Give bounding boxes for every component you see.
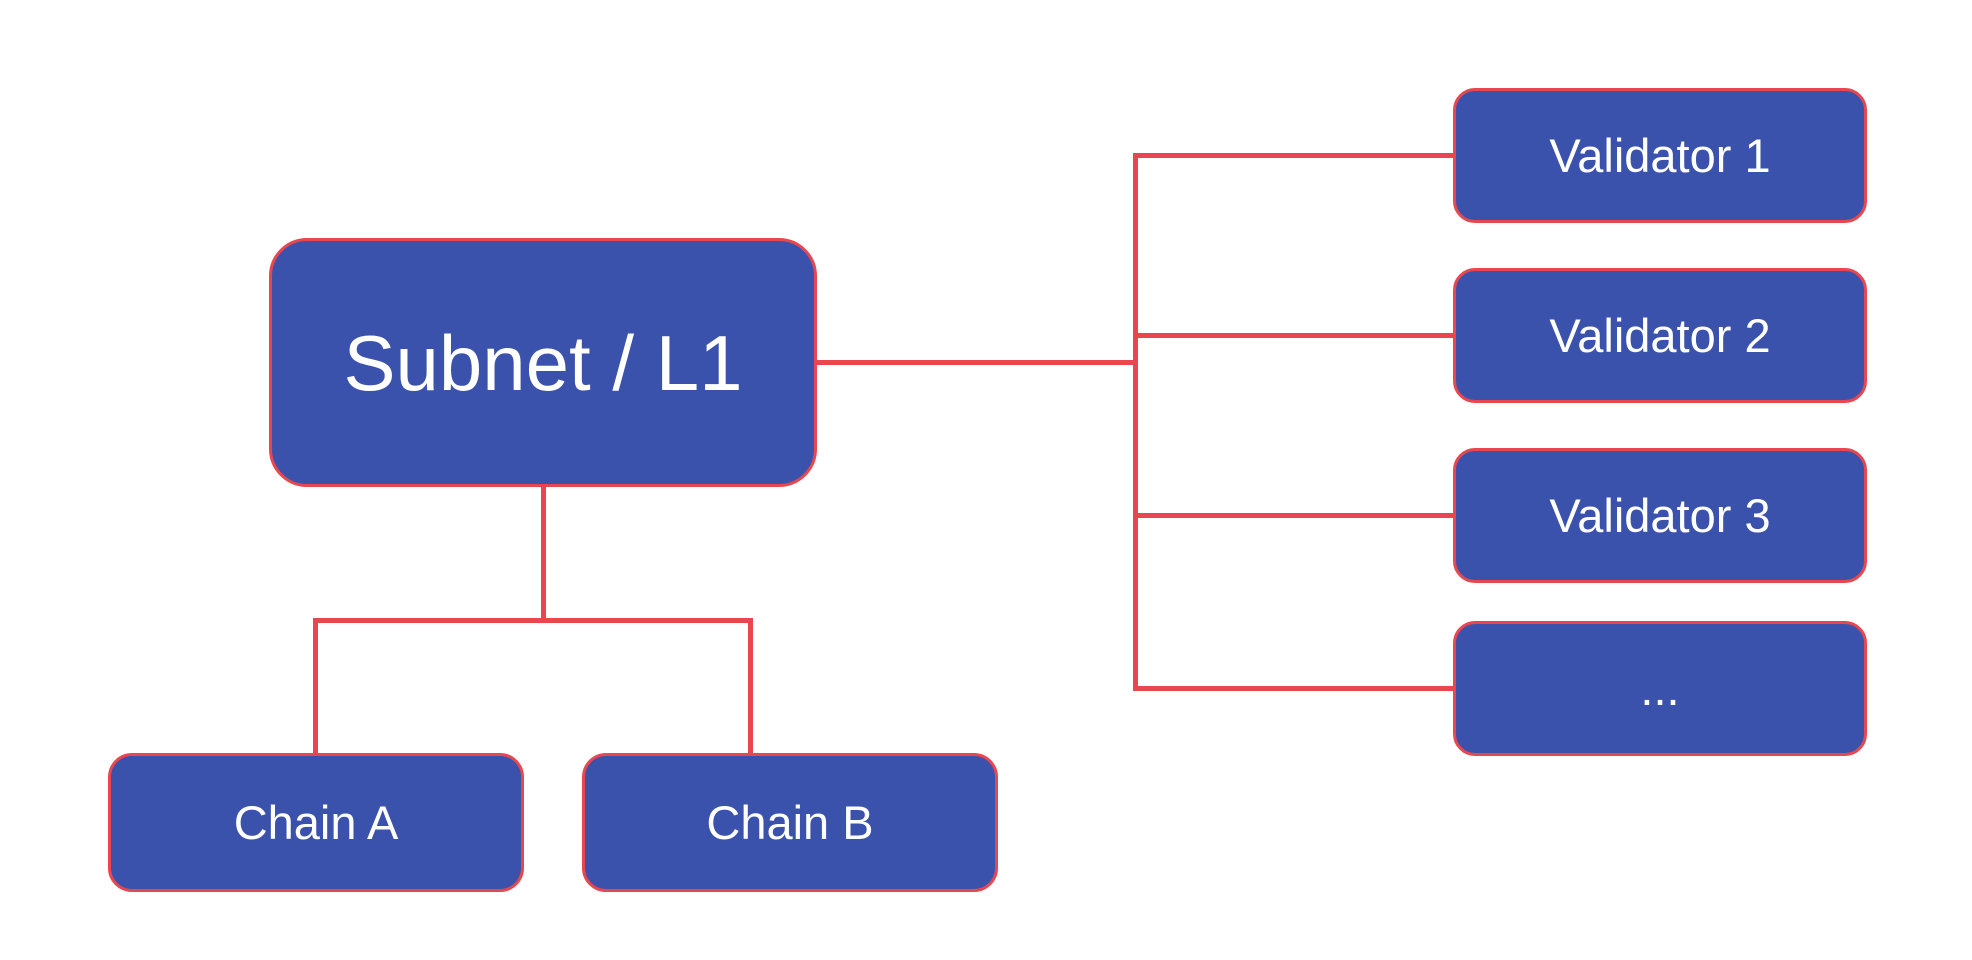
edge-validator-trunk bbox=[1133, 153, 1138, 691]
node-validator-2: Validator 2 bbox=[1453, 268, 1867, 403]
node-validator-1: Validator 1 bbox=[1453, 88, 1867, 223]
node-validator-2-label: Validator 2 bbox=[1549, 309, 1771, 362]
edge-subnet-to-trunk bbox=[815, 360, 1138, 365]
edge-branch-to-chain-b bbox=[748, 618, 753, 754]
node-subnet-l1-label: Subnet / L1 bbox=[343, 318, 743, 407]
edge-trunk-to-validator-2 bbox=[1136, 333, 1453, 338]
edge-trunk-to-validator-1 bbox=[1136, 153, 1453, 158]
edge-branch-to-chain-a bbox=[313, 618, 318, 754]
node-validator-1-label: Validator 1 bbox=[1549, 129, 1771, 182]
edge-trunk-to-validator-ellipsis bbox=[1136, 686, 1453, 691]
node-chain-a-label: Chain A bbox=[233, 796, 399, 849]
edge-subnet-down bbox=[541, 485, 546, 623]
node-subnet-l1: Subnet / L1 bbox=[269, 238, 817, 487]
edge-trunk-to-validator-3 bbox=[1136, 513, 1453, 518]
node-validator-ellipsis-label: ... bbox=[1640, 662, 1680, 715]
node-chain-b: Chain B bbox=[582, 753, 998, 892]
node-validator-3: Validator 3 bbox=[1453, 448, 1867, 583]
edge-chains-branch bbox=[313, 618, 753, 623]
node-validator-ellipsis: ... bbox=[1453, 621, 1867, 756]
node-validator-3-label: Validator 3 bbox=[1549, 489, 1771, 542]
node-chain-a: Chain A bbox=[108, 753, 524, 892]
node-chain-b-label: Chain B bbox=[706, 796, 874, 849]
